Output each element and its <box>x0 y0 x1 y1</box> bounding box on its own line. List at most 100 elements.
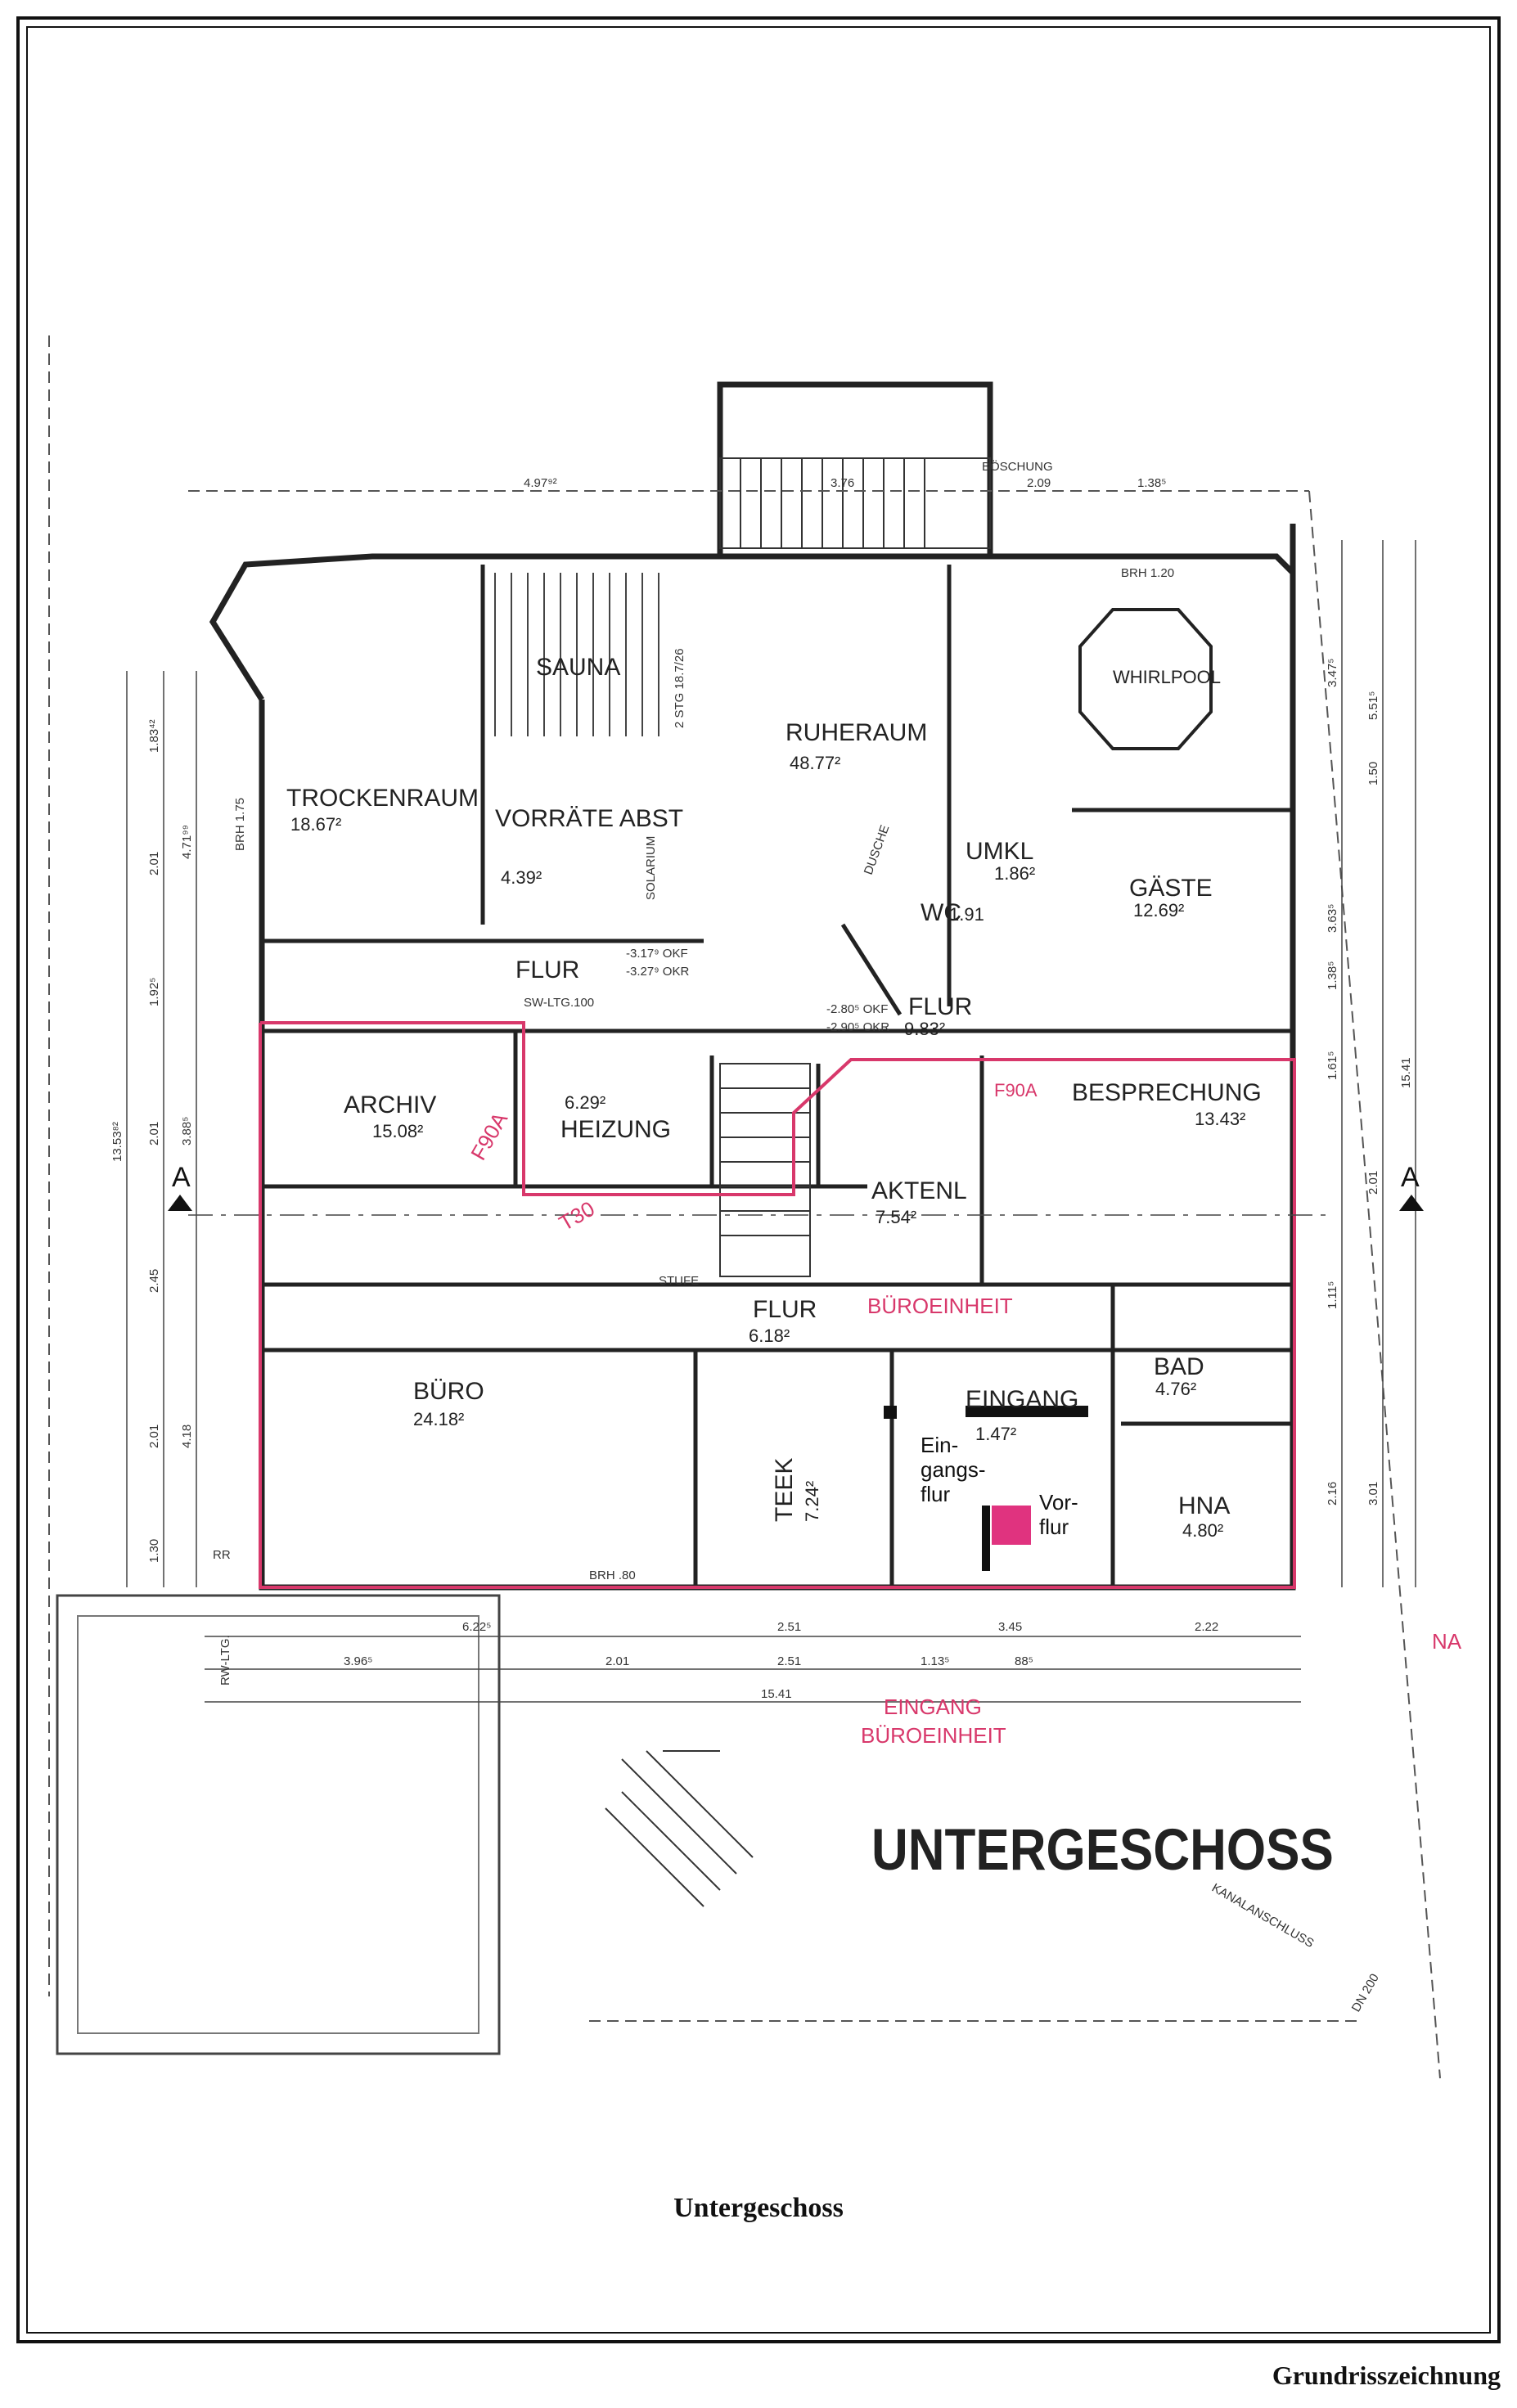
dim-right-4: 3.63⁵ <box>1326 904 1339 933</box>
section-mark-left: A <box>172 1162 191 1193</box>
dim-right-7: 15.41 <box>1399 1057 1413 1088</box>
room-area-umkl: 1.86² <box>994 863 1035 884</box>
dim-bottom-3: 3.45 <box>998 1620 1022 1634</box>
office-unit-boundary <box>259 1021 1296 1589</box>
section-caption: Untergeschoss <box>673 2193 844 2223</box>
red-label-f90a-1: F90A <box>466 1108 512 1164</box>
red-label-t30: T30 <box>555 1196 599 1236</box>
dim-left-4: 1.92⁵ <box>147 978 161 1006</box>
room-area-aktenl: 7.54² <box>876 1207 916 1227</box>
dim-right-6: 1.61⁵ <box>1326 1051 1339 1080</box>
dim-left-9: 2.01 <box>147 1425 161 1448</box>
label-dn200: DN 200 <box>1349 1971 1382 2014</box>
dim-bottom-4: 2.22 <box>1195 1620 1218 1634</box>
dim-left-1: 1.83⁴² <box>147 719 161 753</box>
dim-bottom-8: 1.13⁵ <box>921 1654 949 1668</box>
label-rr: RR <box>213 1548 231 1562</box>
property-lines <box>48 335 1441 2079</box>
terrace-deck <box>719 457 991 549</box>
label-stg: 2 STG 18.7/26 <box>673 648 686 728</box>
entrance-sign <box>992 1506 1031 1545</box>
dim-right-11: 3.01 <box>1366 1482 1380 1506</box>
section-marker-left <box>168 1195 192 1211</box>
level-note-4: -2.90⁵ OKR <box>826 1020 889 1034</box>
room-name-sauna: SAUNA <box>536 654 620 681</box>
label-rw-ltg: RW-LTG. <box>218 1635 232 1686</box>
dim-right-10: 2.16 <box>1326 1482 1339 1506</box>
dim-right-8: 2.01 <box>1366 1171 1380 1195</box>
dim-left-8: 2.45 <box>147 1269 161 1293</box>
room-name-trockenraum: TROCKENRAUM <box>286 785 479 812</box>
dim-left-3: 4.71⁹⁹ <box>180 825 194 859</box>
label-stufe: STUFE <box>659 1274 699 1288</box>
dim-bottom-6: 2.01 <box>605 1654 629 1668</box>
room-area-teek: 7.24² <box>802 1481 822 1522</box>
dim-right-5: 1.38⁵ <box>1326 961 1339 990</box>
stairs <box>719 1063 811 1277</box>
room-name-wc: WC <box>921 899 961 926</box>
inner-border <box>26 26 1491 2334</box>
room-area-ruheraum: 48.77² <box>790 753 840 773</box>
room-name-archiv: ARCHIV <box>344 1091 436 1118</box>
document-caption: Grundrisszeichnung <box>1272 2361 1501 2390</box>
room-name-vorraete: VORRÄTE ABST <box>495 805 683 832</box>
dim-right-2: 5.51⁵ <box>1366 691 1380 720</box>
label-brh-80: BRH .80 <box>589 1569 636 1582</box>
dim-left-10: 4.18 <box>180 1425 194 1448</box>
dim-bottom-5: 3.96⁵ <box>344 1654 372 1668</box>
room-name-flur-unten: FLUR <box>753 1296 817 1323</box>
label-kanalanschluss: KANALANSCHLUSS <box>1209 1881 1317 1951</box>
label-brh-120: BRH 1.20 <box>1121 566 1174 580</box>
level-note-2: -3.27⁹ OKR <box>626 965 689 979</box>
dim-left-5: 2.01 <box>147 1122 161 1145</box>
room-name-hna: HNA <box>1178 1492 1230 1519</box>
label-brh-175: BRH 1.75 <box>233 798 247 851</box>
red-label-bueroeinheit-1: BÜROEINHEIT <box>867 1294 1013 1318</box>
red-label-na: NA <box>1432 1629 1462 1654</box>
room-area-buero: 24.18² <box>413 1409 464 1429</box>
room-name-dusche: DUSCHE <box>862 823 893 876</box>
sauna-hatching <box>494 573 659 736</box>
room-name-buero: BÜRO <box>413 1378 484 1405</box>
dim-right-3: 1.50 <box>1366 762 1380 785</box>
dim-right-1: 3.47⁵ <box>1326 659 1339 687</box>
room-area-wc: 1.91 <box>949 904 984 925</box>
dim-bottom-10: 15.41 <box>761 1687 792 1701</box>
room-area-eingang: 1.47² <box>975 1424 1016 1444</box>
label-boeschung: BÖSCHUNG <box>982 459 1053 474</box>
section-marker-right <box>1399 1195 1424 1211</box>
room-area-flur-unten: 6.18² <box>749 1326 790 1346</box>
dim-bottom-1: 6.22⁵ <box>462 1620 491 1634</box>
room-area-hna: 4.80² <box>1182 1520 1223 1541</box>
room-name-solarium: SOLARIUM <box>644 836 658 900</box>
room-area-vorraete: 4.39² <box>501 867 542 888</box>
dim-right-9: 1.11⁵ <box>1326 1281 1339 1309</box>
building-outline <box>209 381 1296 1591</box>
room-name-umkl: UMKL <box>966 838 1033 865</box>
room-name-heizung: HEIZUNG <box>560 1116 671 1143</box>
room-name-flur-oben: FLUR <box>515 956 579 983</box>
room-name-ruheraum: RUHERAUM <box>786 719 927 746</box>
dim-bottom-9: 88⁵ <box>1015 1654 1033 1668</box>
room-name-aktenl: AKTENL <box>871 1177 967 1204</box>
dim-left-2: 2.01 <box>147 852 161 875</box>
dim-bottom-7: 2.51 <box>777 1654 801 1668</box>
room-area-heizung: 6.29² <box>565 1092 605 1113</box>
interior-walls <box>262 565 1293 1587</box>
red-label-bueroeinheit-2: BÜROEINHEIT <box>861 1723 1006 1748</box>
room-area-gaeste: 12.69² <box>1133 900 1184 920</box>
room-name-whirlpool: WHIRLPOOL <box>1113 667 1221 687</box>
room-area-flur-mitte: 9.83² <box>904 1019 945 1039</box>
overlay-vorflur: Vor- flur <box>1039 1490 1084 1539</box>
lower-terrace <box>56 1594 501 2055</box>
dim-bottom-2: 2.51 <box>777 1620 801 1634</box>
room-area-bad: 4.76² <box>1155 1379 1196 1399</box>
exterior-stairs <box>605 1750 754 1907</box>
red-label-eingang: EINGANG <box>884 1695 982 1719</box>
dim-left-7: 13.53⁸² <box>110 1122 124 1162</box>
whirlpool-tub <box>1078 608 1213 750</box>
room-area-trockenraum: 18.67² <box>290 814 341 835</box>
room-name-besprechung: BESPRECHUNG <box>1072 1079 1262 1106</box>
room-area-archiv: 15.08² <box>372 1121 423 1141</box>
